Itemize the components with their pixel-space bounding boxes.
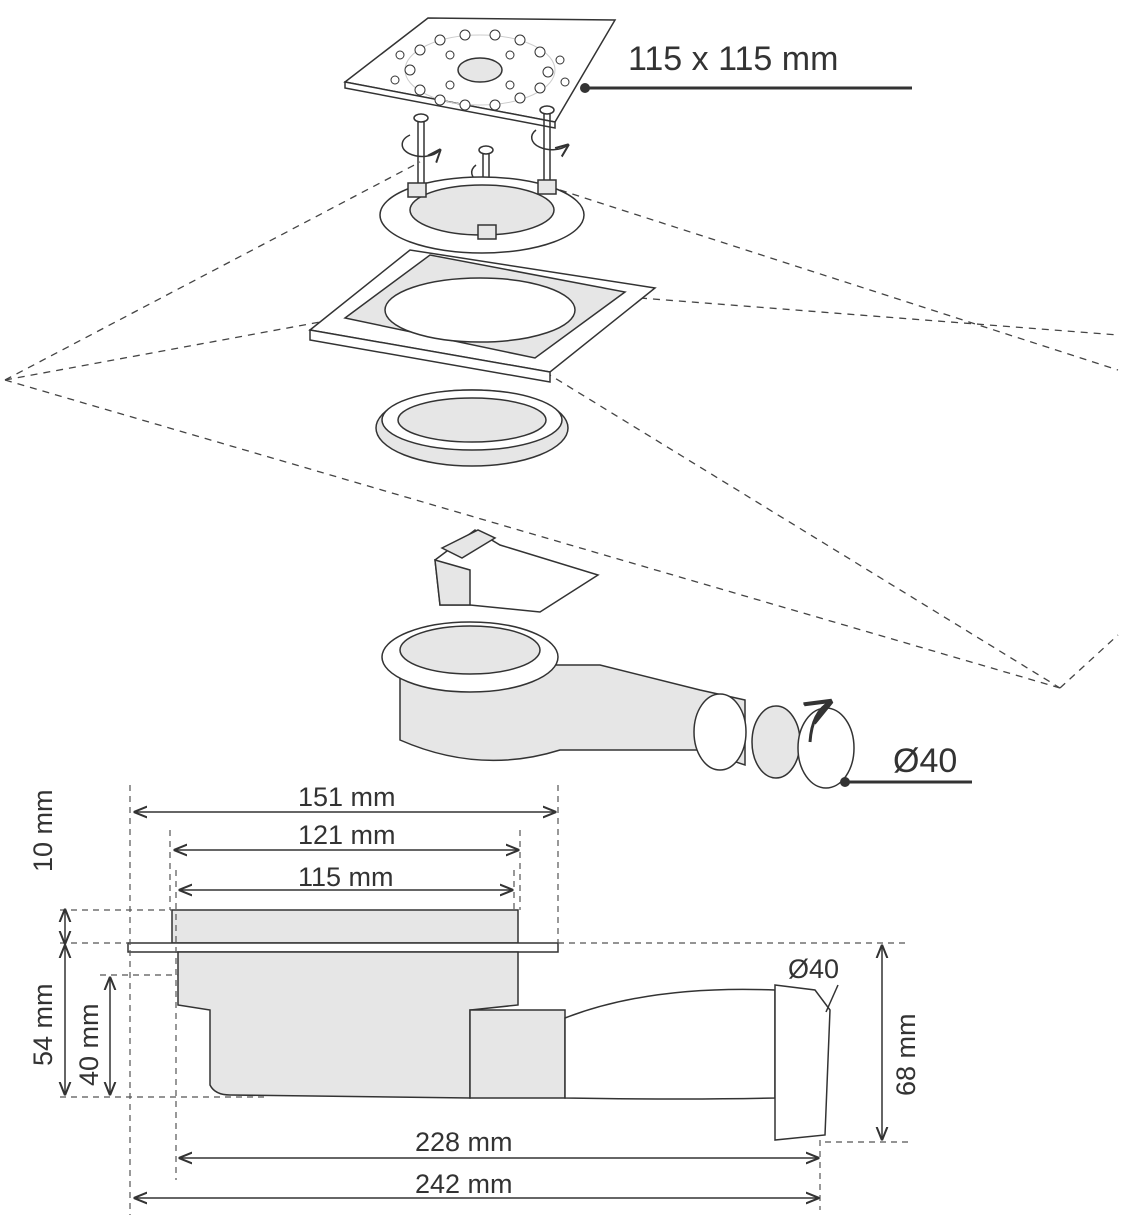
length-inner-label: 228 mm: [415, 1127, 513, 1157]
grate-size-leader: [580, 83, 912, 93]
grate-size-label: 115 x 115 mm: [628, 40, 838, 78]
grate-cover: [343, 17, 617, 129]
square-frame: [308, 249, 657, 383]
length-total-label: 242 mm: [415, 1169, 513, 1199]
seal-ring: [375, 389, 569, 467]
dimension-lines: [65, 812, 882, 1198]
height-total-label: 68 mm: [891, 1013, 921, 1096]
height-body-label: 54 mm: [28, 983, 58, 1066]
floor-plane-dashed-outline: [4, 161, 1119, 689]
width-flange-label: 151 mm: [298, 782, 396, 812]
width-frame-label: 121 mm: [298, 820, 396, 850]
side-outlet-diameter-label: Ø40: [788, 954, 839, 984]
height-grate-label: 10 mm: [28, 789, 58, 872]
odour-trap-insert: [434, 529, 600, 613]
side-view-drawing: [127, 909, 831, 1141]
height-inner-label: 40 mm: [74, 1003, 104, 1086]
outlet-diameter-leader: [840, 777, 972, 787]
ring-plate: [379, 176, 585, 254]
width-grate-label: 115 mm: [298, 862, 394, 892]
outlet-diameter-label: Ø40: [893, 742, 957, 780]
drain-body: [381, 621, 855, 789]
